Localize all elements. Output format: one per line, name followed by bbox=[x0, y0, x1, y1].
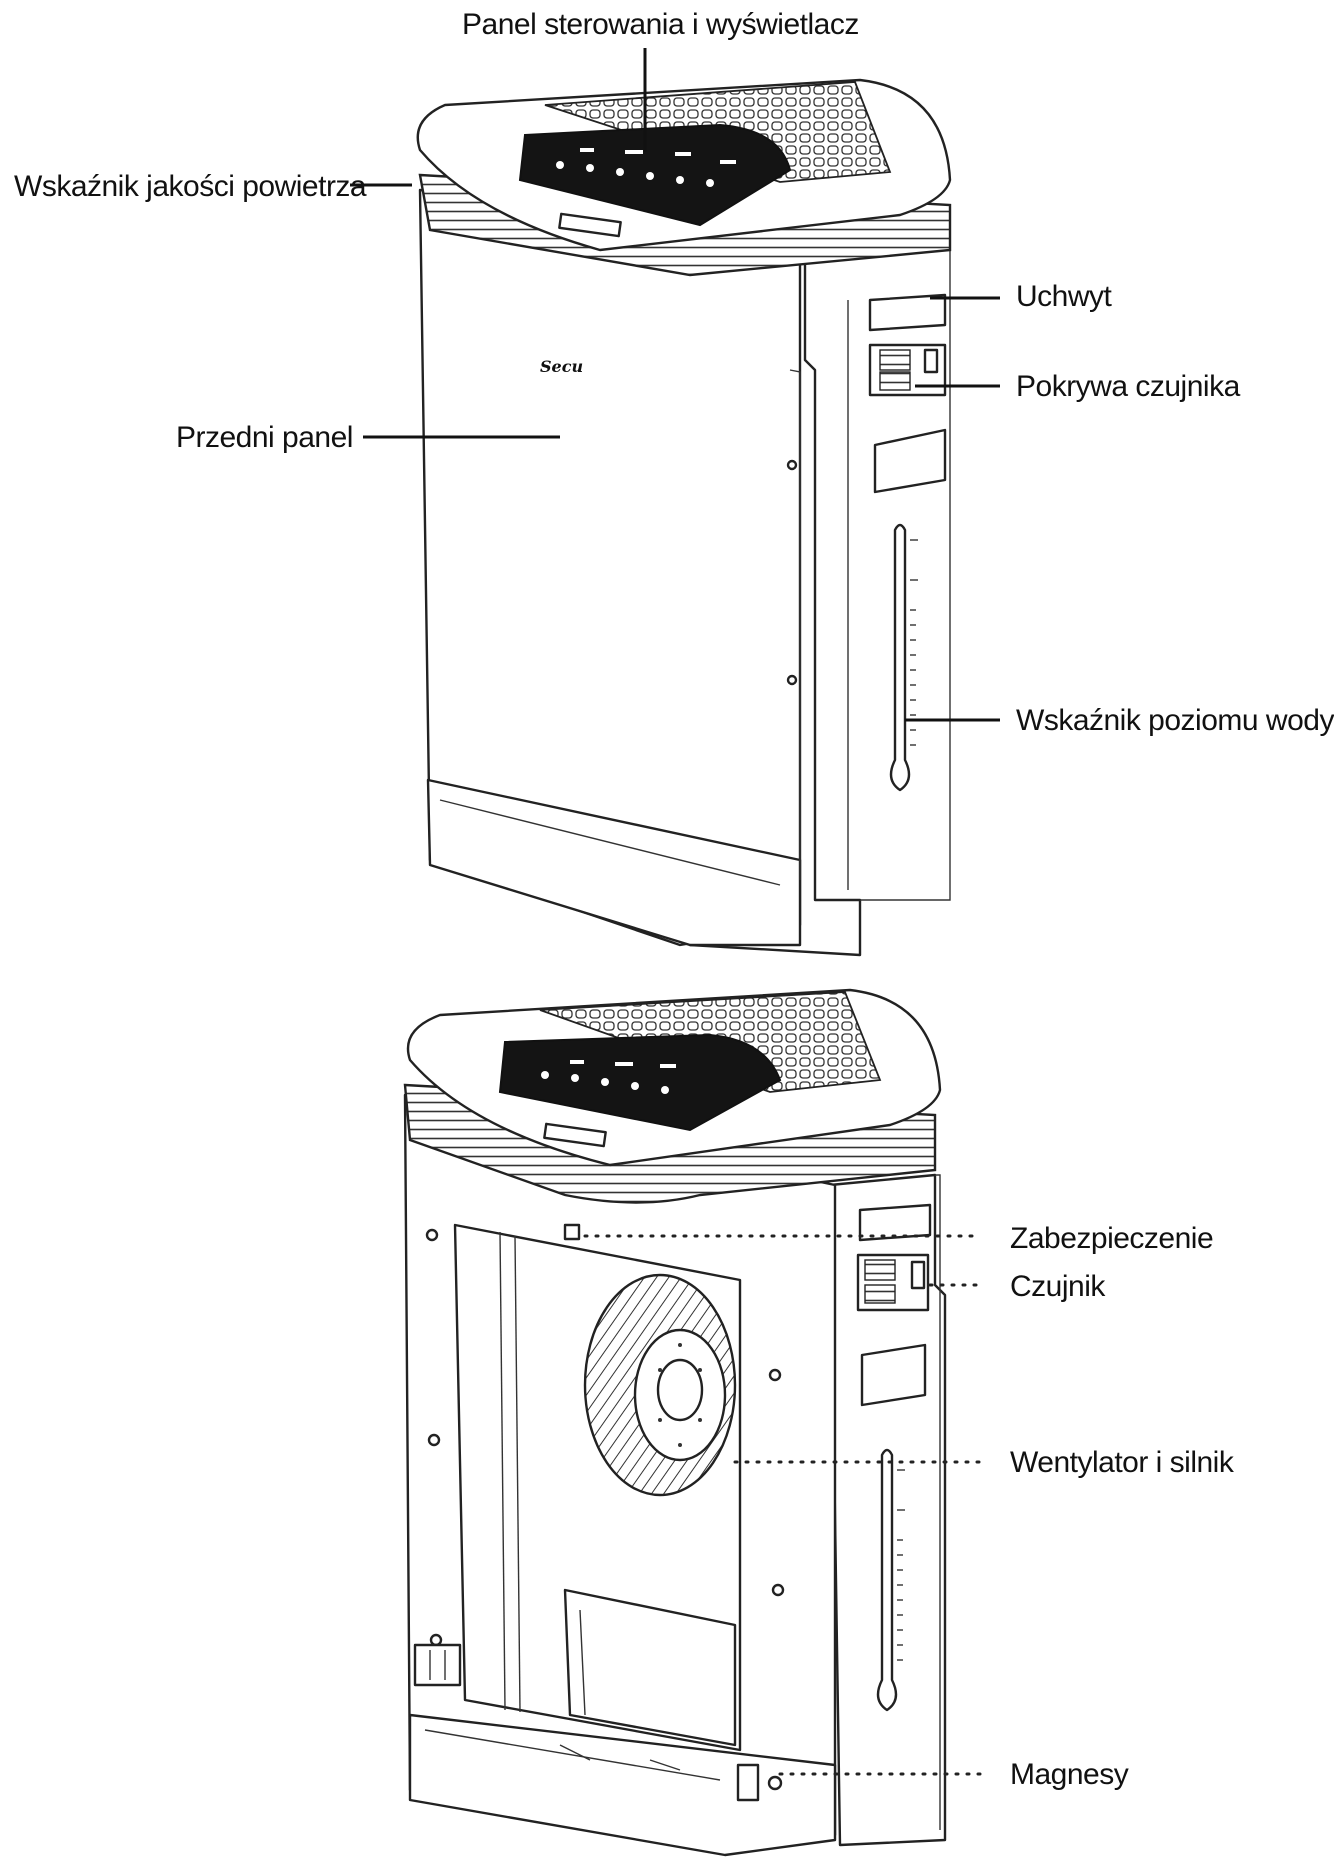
open-base-tray bbox=[408, 1713, 837, 1857]
panel-indicators bbox=[556, 148, 736, 187]
fan-and-motor bbox=[583, 1273, 737, 1497]
brand-logo: Secu bbox=[540, 357, 583, 376]
label-sensor: Czujnik bbox=[1010, 1270, 1106, 1303]
label-control-panel: Panel sterowania i wyświetlacz bbox=[462, 8, 859, 41]
label-water-level: Wskaźnik poziomu wody bbox=[1016, 704, 1334, 737]
label-air-quality: Wskaźnik jakości powietrza bbox=[14, 170, 367, 203]
latch-left bbox=[413, 1643, 462, 1687]
label-magnets: Magnesy bbox=[1010, 1758, 1129, 1791]
handle-slot bbox=[868, 293, 947, 332]
leader-lines bbox=[350, 48, 1000, 1776]
label-safety: Zabezpieczenie bbox=[1010, 1222, 1213, 1255]
safety-switch bbox=[563, 1223, 581, 1241]
side-window bbox=[873, 428, 947, 494]
front-base bbox=[426, 778, 802, 947]
air-quality-strip bbox=[558, 212, 622, 238]
open-water-gauge bbox=[876, 1448, 898, 1712]
label-front-panel: Przedni panel bbox=[176, 421, 353, 454]
label-handle: Uchwyt bbox=[1016, 280, 1113, 313]
water-level-gauge bbox=[889, 523, 911, 792]
water-level-ticks bbox=[910, 539, 918, 746]
callout-labels: Panel sterowania i wyświetlacz Wskaźnik … bbox=[14, 8, 1334, 1791]
frame-screw-holes bbox=[425, 1228, 785, 1647]
magnets bbox=[736, 1763, 760, 1802]
purifier-open-view bbox=[403, 988, 947, 1857]
open-control-panel bbox=[498, 1033, 782, 1132]
purifier-front-view: Secu bbox=[416, 78, 952, 957]
label-fan-motor: Wentylator i silnik bbox=[1010, 1446, 1235, 1479]
label-sensor-cover: Pokrywa czujnika bbox=[1016, 370, 1241, 403]
